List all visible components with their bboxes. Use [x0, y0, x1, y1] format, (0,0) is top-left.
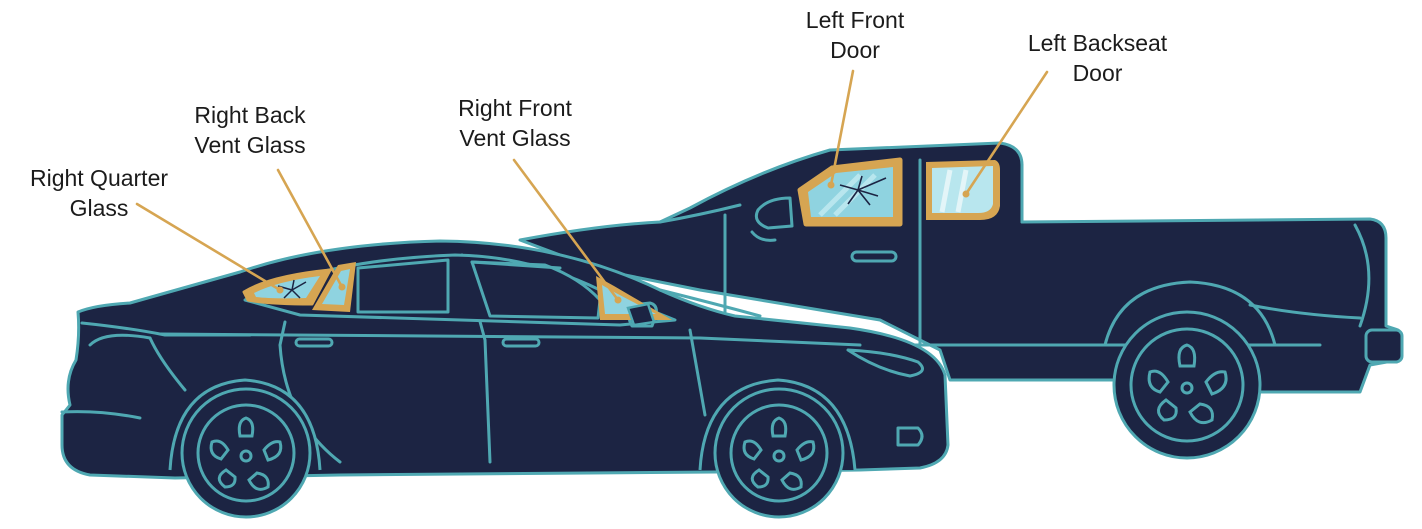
leader-left-front-door — [829, 69, 855, 187]
leader-lines — [135, 69, 1049, 304]
leader-right-quarter — [135, 202, 282, 292]
sedan-rear-wheel — [168, 378, 322, 519]
label-left-backseat-door-line1: Left Backseat — [1027, 30, 1168, 56]
label-right-back-vent-line1: Right Back — [194, 102, 306, 128]
right-back-vent-glass — [312, 262, 356, 312]
truck-door-handle — [850, 250, 898, 263]
label-right-quarter-glass: Right Quarter Glass — [4, 163, 194, 223]
label-left-front-door: Left Front Door — [775, 5, 935, 65]
leader-right-front-vent — [512, 158, 620, 302]
label-left-backseat-door-line2: Door — [1072, 60, 1123, 86]
leader-left-backseat-door — [964, 70, 1049, 196]
truck-side-mirror — [754, 196, 794, 230]
glass-crack-icon — [839, 175, 887, 206]
label-left-front-door-line1: Left Front — [805, 7, 905, 33]
label-right-front-vent-glass: Right Front Vent Glass — [425, 93, 605, 153]
leader-right-back-vent — [276, 168, 344, 289]
left-front-door-glass — [797, 157, 903, 227]
label-right-quarter-line2: Glass — [69, 195, 129, 221]
label-left-front-door-line2: Door — [830, 37, 880, 63]
truck-rear-wheel — [1112, 310, 1262, 460]
label-right-front-vent-line1: Right Front — [458, 95, 572, 121]
label-left-backseat-door: Left Backseat Door — [1000, 28, 1195, 88]
label-right-front-vent-line2: Vent Glass — [459, 125, 571, 151]
sedan-front-wheel — [698, 378, 857, 519]
label-right-back-vent-line2: Vent Glass — [194, 132, 306, 158]
right-quarter-glass — [242, 268, 332, 306]
label-right-quarter-line1: Right Quarter — [29, 165, 169, 191]
label-right-back-vent-glass: Right Back Vent Glass — [160, 100, 340, 160]
right-front-vent-glass — [596, 276, 672, 327]
left-backseat-door-glass — [926, 160, 1000, 220]
glass-crack-icon — [277, 279, 307, 299]
